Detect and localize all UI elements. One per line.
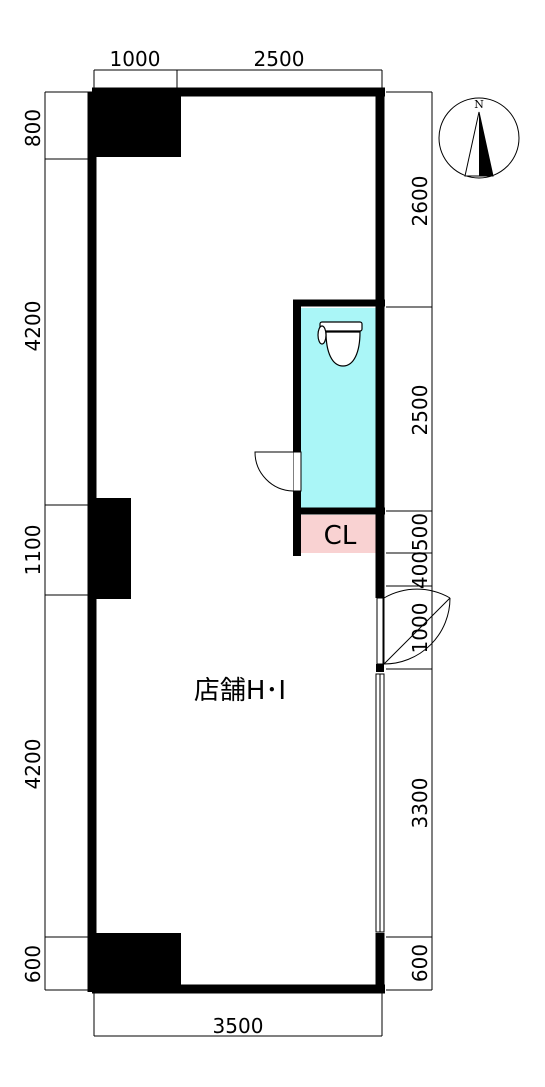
- dim-left-2: 4200: [21, 301, 45, 352]
- window: [375, 673, 385, 933]
- dim-right-1: 2600: [408, 176, 432, 227]
- toilet-door: [254, 451, 302, 492]
- entrance-door: [376, 588, 451, 665]
- dim-left-1: 800: [21, 109, 45, 147]
- dim-left-5: 600: [21, 945, 45, 983]
- dim-right-3: 500: [408, 513, 432, 551]
- dim-right-4: 400: [408, 551, 432, 589]
- wall-post: [376, 664, 384, 672]
- closet-label: CL: [324, 521, 357, 551]
- pillars: [92, 92, 181, 991]
- dim-right-5: 1000: [408, 603, 432, 654]
- dim-left-3: 1100: [21, 525, 45, 576]
- shop-label: 店舗H･I: [194, 676, 286, 706]
- dim-right-2: 2500: [408, 385, 432, 436]
- compass-icon: N: [438, 97, 520, 179]
- walls: [87, 87, 385, 994]
- compass-north-label: N: [474, 98, 484, 111]
- dim-left-4: 4200: [21, 739, 45, 790]
- dim-right-7: 600: [408, 944, 432, 982]
- dimension-lines: [44, 69, 433, 1037]
- dim-bottom: 3500: [213, 1014, 264, 1038]
- dimension-labels: 1000 2500 3500 800 4200 1100 4200 600 26…: [21, 47, 432, 1038]
- dim-right-6: 3300: [408, 778, 432, 829]
- dim-top-1: 1000: [110, 47, 161, 71]
- dim-top-2: 2500: [254, 47, 305, 71]
- closet-room: [297, 515, 376, 553]
- toilet-fixture-icon: [317, 321, 363, 367]
